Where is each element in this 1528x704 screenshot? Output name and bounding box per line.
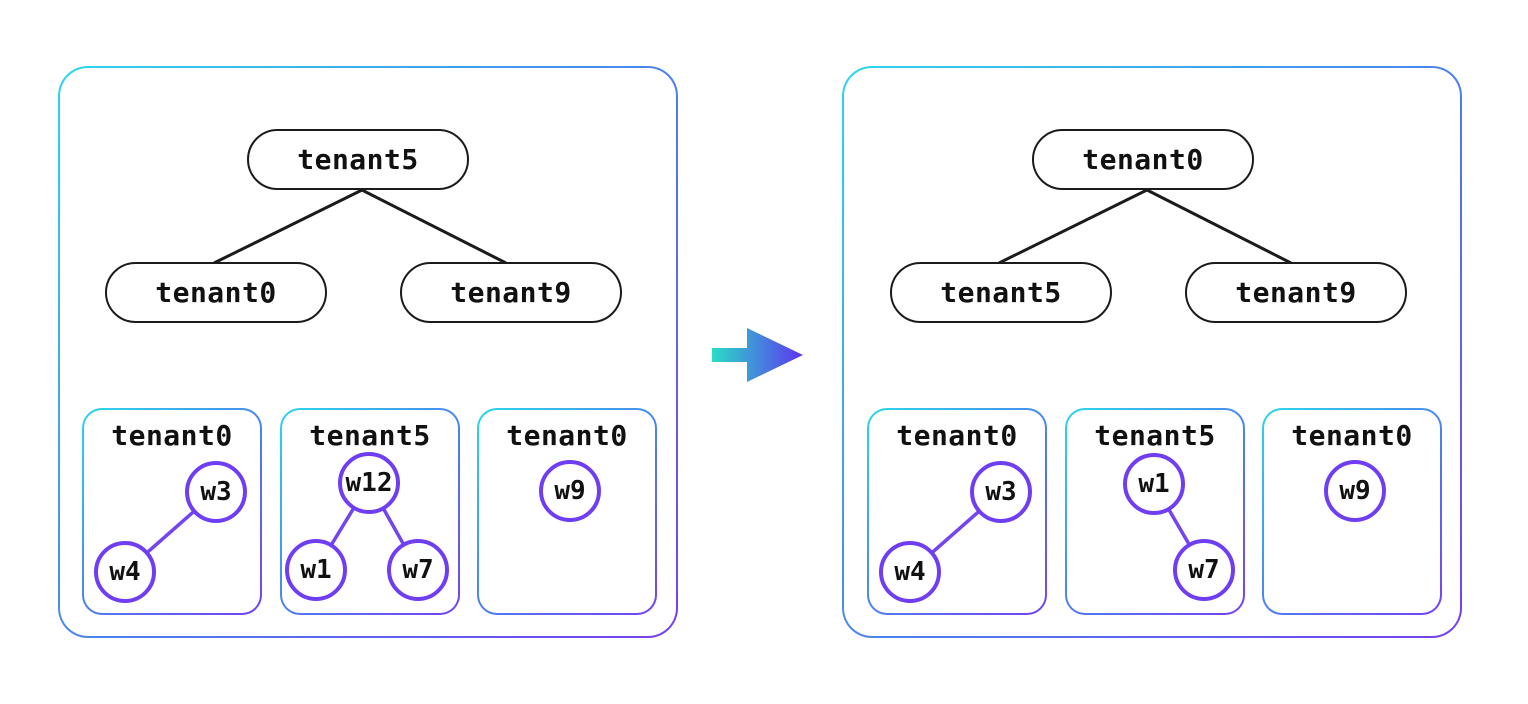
worker-node-w1-before: w1	[285, 539, 347, 601]
worker-node-w1-after-label: w1	[1138, 469, 1170, 499]
worker-box-after-3-label: tenant0	[1291, 419, 1413, 452]
tenant-child-right-after-label: tenant9	[1235, 276, 1357, 309]
worker-node-w7-before-label: w7	[402, 555, 434, 585]
tenant-child-right-before: tenant9	[400, 262, 622, 323]
tenant-root-before: tenant5	[247, 129, 469, 190]
worker-node-w9-before-label: w9	[554, 476, 586, 506]
worker-node-w7-before: w7	[387, 539, 449, 601]
worker-node-w9-before: w9	[539, 460, 601, 522]
tenant-child-right-after: tenant9	[1185, 262, 1407, 323]
worker-node-w1-after: w1	[1123, 453, 1185, 515]
worker-box-after-1-label: tenant0	[896, 419, 1018, 452]
worker-node-w4-after: w4	[879, 541, 941, 603]
worker-box-before-3-label: tenant0	[506, 419, 628, 452]
tenant-root-after-label: tenant0	[1082, 143, 1204, 176]
worker-node-w9-after: w9	[1324, 460, 1386, 522]
worker-box-before-2-label: tenant5	[309, 419, 431, 452]
tenant-child-left-before-label: tenant0	[155, 276, 277, 309]
tenant-child-right-before-label: tenant9	[450, 276, 572, 309]
worker-box-after-2-label: tenant5	[1094, 419, 1216, 452]
tenant-child-left-after: tenant5	[890, 262, 1112, 323]
worker-node-w4-after-label: w4	[894, 557, 926, 587]
worker-node-w4-before-label: w4	[109, 557, 141, 587]
worker-node-w3-before: w3	[185, 461, 247, 523]
worker-node-w7-after-label: w7	[1188, 555, 1220, 585]
tenant-root-before-label: tenant5	[297, 143, 419, 176]
tenant-child-left-before: tenant0	[105, 262, 327, 323]
worker-node-w12-before: w12	[338, 452, 400, 514]
worker-node-w3-before-label: w3	[200, 477, 232, 507]
tenant-child-left-after-label: tenant5	[940, 276, 1062, 309]
worker-box-before-1-label: tenant0	[111, 419, 233, 452]
worker-node-w3-after: w3	[970, 461, 1032, 523]
worker-node-w12-before-label: w12	[345, 468, 393, 498]
worker-node-w3-after-label: w3	[985, 477, 1017, 507]
worker-box-before-3	[477, 408, 657, 615]
worker-node-w4-before: w4	[94, 541, 156, 603]
worker-node-w9-after-label: w9	[1339, 476, 1371, 506]
transition-arrow-icon	[712, 328, 803, 382]
tenant-root-after: tenant0	[1032, 129, 1254, 190]
worker-node-w1-before-label: w1	[300, 555, 332, 585]
worker-node-w7-after: w7	[1173, 539, 1235, 601]
